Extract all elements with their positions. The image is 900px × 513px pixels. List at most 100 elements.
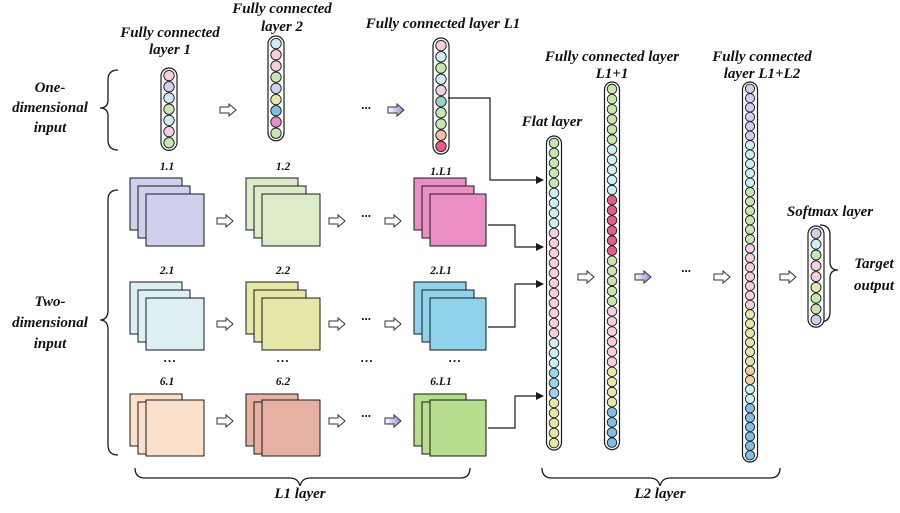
block-arrow-r1b [328, 213, 346, 229]
neuron-fcL1-3 [435, 73, 447, 85]
neuron-fcL1L2-34 [744, 403, 756, 414]
neuron-fcL1L2-24 [744, 309, 756, 320]
one-dim-label-line1: One- [35, 80, 66, 96]
map-label-6-1: 6.1 [160, 376, 174, 388]
neuron-fcL1p1-21 [606, 295, 618, 307]
map-label-1-2: 1.2 [276, 161, 291, 173]
vertical-ellipsis-col1: … [164, 350, 177, 365]
map-stack-1-2 [245, 177, 321, 247]
block-arrows [216, 102, 797, 429]
neuron-fc2-7 [270, 116, 282, 128]
map-stack-2-1 [129, 281, 205, 351]
neuron-fcL1L2-4 [744, 121, 756, 132]
neuron-fcL1L2-3 [744, 111, 756, 122]
neuron-softmax-8 [810, 314, 822, 326]
neuron-fcL1p1-3 [606, 114, 618, 125]
neuron-fcL1-8 [435, 129, 447, 141]
neuron-fcL1L2-8 [744, 158, 756, 169]
neuron-fc2-4 [270, 82, 282, 95]
neuron-fcL1L2-30 [744, 365, 756, 376]
neuron-fcL1p1-13 [606, 215, 618, 226]
neuron-fcL1p1-7 [606, 154, 618, 165]
neuron-flat-29 [548, 427, 560, 439]
neuron-fcL1L2-16 [744, 234, 756, 245]
neuron-softmax-7 [810, 303, 822, 315]
neuron-fcL1p1-2 [606, 103, 618, 115]
neuron-flat-3 [548, 167, 560, 179]
neuron-fcL1p1-12 [606, 204, 618, 216]
one-dim-label-line2: dimensional [12, 100, 89, 116]
map-label-2-L1: 2.L1 [429, 265, 451, 277]
block-arrow-r0b [387, 102, 405, 118]
neuron-flat-10 [548, 237, 560, 249]
fcL1p1-title-line1: Fully connected layer [544, 49, 679, 65]
neuron-softmax-6 [810, 292, 822, 304]
neuron-fcL1L2-6 [744, 140, 756, 151]
neuron-fcL1p1-0 [606, 83, 618, 95]
neuron-fcL1p1-6 [606, 144, 618, 155]
neuron-flat-11 [548, 247, 560, 259]
neuron-fc2-1 [270, 49, 282, 61]
vertical-ellipsis-col3: … [449, 350, 462, 365]
neuron-fcL1p1-17 [606, 255, 618, 266]
neuron-fcL1p1-11 [606, 194, 618, 206]
neuron-fcL1-4 [435, 84, 447, 97]
neuron-fcL1L2-36 [744, 422, 756, 433]
neuron-fcL1-6 [435, 107, 447, 119]
softmax-layer-title: Softmax layer [787, 204, 873, 220]
block-arrow-l2a [577, 269, 595, 285]
neuron-fcL1L2-35 [744, 412, 756, 423]
fcL1L2-title-line2: layer L1+L2 [724, 66, 801, 82]
neuron-flat-1 [548, 147, 560, 159]
map-stack-6-L1 [413, 393, 487, 457]
neuron-fcL1L2-39 [744, 450, 756, 461]
block-arrow-r3a [216, 413, 234, 429]
neuron-fc1-1 [163, 81, 175, 93]
neuron-columns [160, 35, 825, 463]
neuron-fc1-4 [163, 114, 175, 127]
neuron-fcL1L2-5 [744, 130, 756, 141]
neuron-fc2-3 [270, 71, 282, 83]
neuron-flat-22 [548, 357, 560, 369]
flat-layer-title: Flat layer [521, 114, 583, 130]
neuron-fc2-2 [270, 60, 282, 72]
neuron-fcL1L2-15 [744, 224, 756, 235]
neuron-fcL1L2-1 [744, 93, 756, 104]
neuron-flat-0 [548, 137, 560, 149]
block-arrow-l2c [713, 269, 731, 285]
neuron-fcL1L2-20 [744, 271, 756, 282]
block-arrow-r1c [384, 213, 402, 229]
map-label-2-2: 2.2 [275, 265, 291, 277]
block-arrow-r1a [216, 213, 234, 229]
neuron-flat-2 [548, 157, 560, 169]
neuron-fcL1p1-32 [606, 407, 618, 418]
fcL1L2-title-line1: Fully connected [711, 49, 812, 65]
neuron-fcL1L2-0 [744, 83, 756, 94]
fc2-title-line2: layer 2 [261, 19, 304, 35]
neuron-flat-12 [548, 257, 560, 269]
block-arrow-l2d [779, 269, 797, 285]
vertical-ellipsis-col2: … [277, 350, 290, 365]
neuron-fcL1L2-23 [744, 299, 756, 310]
l2-layer-label: L2 layer [633, 486, 685, 502]
neuron-fc1-6 [163, 137, 175, 149]
neuron-fcL1L2-2 [744, 102, 756, 113]
neuron-flat-23 [548, 367, 560, 379]
neuron-flat-26 [548, 397, 560, 409]
neuron-softmax-1 [810, 238, 822, 250]
neuron-flat-13 [548, 267, 560, 279]
fcL1p1-title-line2: L1+1 [595, 66, 629, 82]
neuron-flat-30 [548, 437, 560, 449]
two-dim-brace [99, 189, 119, 456]
neuron-fcL1p1-33 [606, 417, 618, 428]
neuron-fcL1p1-4 [606, 124, 618, 135]
neuron-fcL1p1-20 [606, 285, 618, 297]
neuron-flat-5 [548, 187, 560, 199]
l2-layer-brace [541, 467, 781, 487]
vertical-ellipsis-mid: … [361, 350, 374, 365]
neuron-fcL1-0 [435, 39, 447, 52]
neuron-fcL1p1-30 [606, 386, 618, 398]
ellipsis-row2: ··· [361, 311, 371, 326]
neuron-flat-7 [548, 207, 560, 219]
